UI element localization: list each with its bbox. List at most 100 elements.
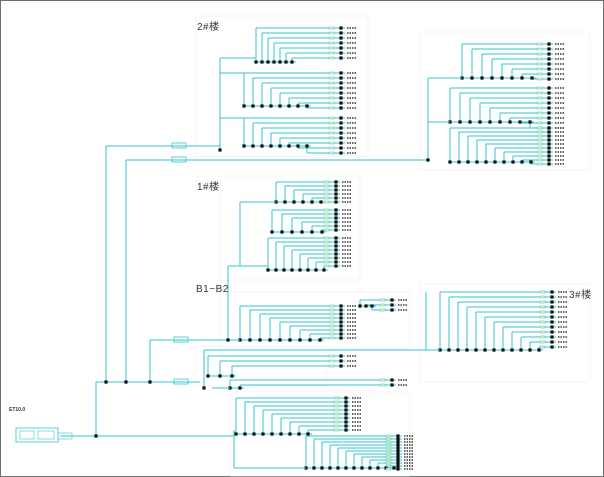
breaker-symbol	[539, 315, 546, 319]
circuit-block	[206, 354, 357, 378]
circuit-block	[438, 290, 568, 352]
circuit-block	[274, 180, 352, 204]
bus-breaker	[297, 432, 301, 436]
bus-breaker	[284, 60, 288, 64]
bus-breaker	[278, 60, 282, 64]
outlet-terminal	[334, 260, 338, 264]
bus-breaker	[500, 76, 504, 80]
outlet-terminal	[339, 121, 343, 125]
bus-breaker	[260, 60, 264, 64]
outlet-terminal	[396, 458, 400, 462]
outlet-terminal	[547, 142, 551, 146]
bus-breaker	[364, 304, 368, 308]
outlet-terminal	[396, 467, 400, 471]
circuit-block	[228, 378, 408, 390]
breaker-symbol	[323, 216, 330, 220]
outlet-terminal	[547, 86, 551, 90]
outlet-terminal	[339, 312, 343, 316]
bus-breaker	[270, 230, 274, 234]
main-breaker	[57, 432, 73, 440]
bus-breaker	[238, 386, 242, 390]
breaker-symbol	[328, 81, 335, 85]
breaker-symbol	[539, 295, 546, 299]
bus-breaker	[292, 200, 296, 204]
breaker-symbol	[385, 461, 392, 465]
bus-breaker	[498, 120, 502, 124]
outlet-terminal	[547, 154, 551, 158]
outlet-terminal	[547, 158, 551, 162]
outlet-terminal	[547, 146, 551, 150]
trunk-breaker	[426, 158, 430, 162]
outlet-terminal	[334, 236, 338, 240]
trunk-breaker	[202, 386, 206, 390]
bus-breaker	[312, 466, 316, 470]
breaker-symbol	[328, 136, 335, 140]
bus-breaker	[510, 348, 514, 352]
breaker-symbol	[536, 126, 543, 130]
bus-breaker	[310, 230, 314, 234]
label-building-1: 1#楼	[197, 182, 220, 193]
bus-breaker	[251, 144, 255, 148]
outlet-terminal	[334, 220, 338, 224]
breaker-symbol	[328, 354, 335, 358]
bus-breaker	[280, 230, 284, 234]
bus-breaker	[230, 374, 234, 378]
bus-breaker	[260, 104, 264, 108]
bus-breaker	[310, 200, 314, 204]
outlet-terminal	[550, 305, 554, 309]
bus-breaker	[465, 348, 469, 352]
outlet-terminal	[547, 134, 551, 138]
outlet-terminal	[339, 36, 343, 40]
breaker-symbol	[379, 378, 386, 382]
outlet-terminal	[339, 136, 343, 140]
outlet-terminal	[547, 111, 551, 115]
outlet-terminal	[390, 308, 394, 312]
outlet-terminal	[547, 72, 551, 76]
bus-breaker	[528, 120, 532, 124]
breaker-symbol	[536, 91, 543, 95]
breaker-symbol	[328, 71, 335, 75]
outlet-terminal	[547, 52, 551, 56]
breaker-symbol	[328, 101, 335, 105]
meter-symbol	[37, 430, 55, 440]
breaker-symbol	[328, 46, 335, 50]
bus-breaker	[318, 338, 322, 342]
breaker-symbol	[536, 62, 543, 66]
bus-breaker	[314, 268, 318, 272]
bus-breaker	[272, 60, 276, 64]
breaker-symbol	[536, 121, 543, 125]
outlet-terminal	[550, 345, 554, 349]
breaker-symbol	[536, 158, 543, 162]
bus-breaker	[360, 466, 364, 470]
outlet-terminal	[396, 446, 400, 450]
bus-breaker	[300, 230, 304, 234]
breaker-symbol	[328, 26, 335, 30]
bus-breaker	[296, 144, 300, 148]
outlet-terminal	[339, 304, 343, 308]
outlet-terminal	[339, 101, 343, 105]
circuit-block	[358, 298, 408, 312]
cable-marker	[173, 378, 189, 385]
breaker-symbol	[536, 130, 543, 134]
circuit-block	[242, 116, 357, 155]
bus-breaker	[475, 160, 479, 164]
breaker-symbol	[536, 142, 543, 146]
bus-breaker	[511, 160, 515, 164]
outlet-terminal	[344, 400, 348, 404]
bus-breaker	[298, 268, 302, 272]
bus-breaker	[456, 348, 460, 352]
breaker-symbol	[539, 290, 546, 294]
outlet-terminal	[339, 354, 343, 358]
bus-breaker	[305, 144, 309, 148]
bus-breaker	[279, 432, 283, 436]
outlet-terminal	[344, 416, 348, 420]
trunk-breaker	[226, 338, 230, 342]
breaker-symbol	[328, 56, 335, 60]
bus-breaker	[242, 144, 246, 148]
outlet-terminal	[550, 290, 554, 294]
bus-breaker	[468, 120, 472, 124]
bus-breaker	[269, 144, 273, 148]
panel-frame	[229, 391, 411, 477]
breaker-symbol	[385, 443, 392, 447]
outlet-terminal	[396, 443, 400, 447]
